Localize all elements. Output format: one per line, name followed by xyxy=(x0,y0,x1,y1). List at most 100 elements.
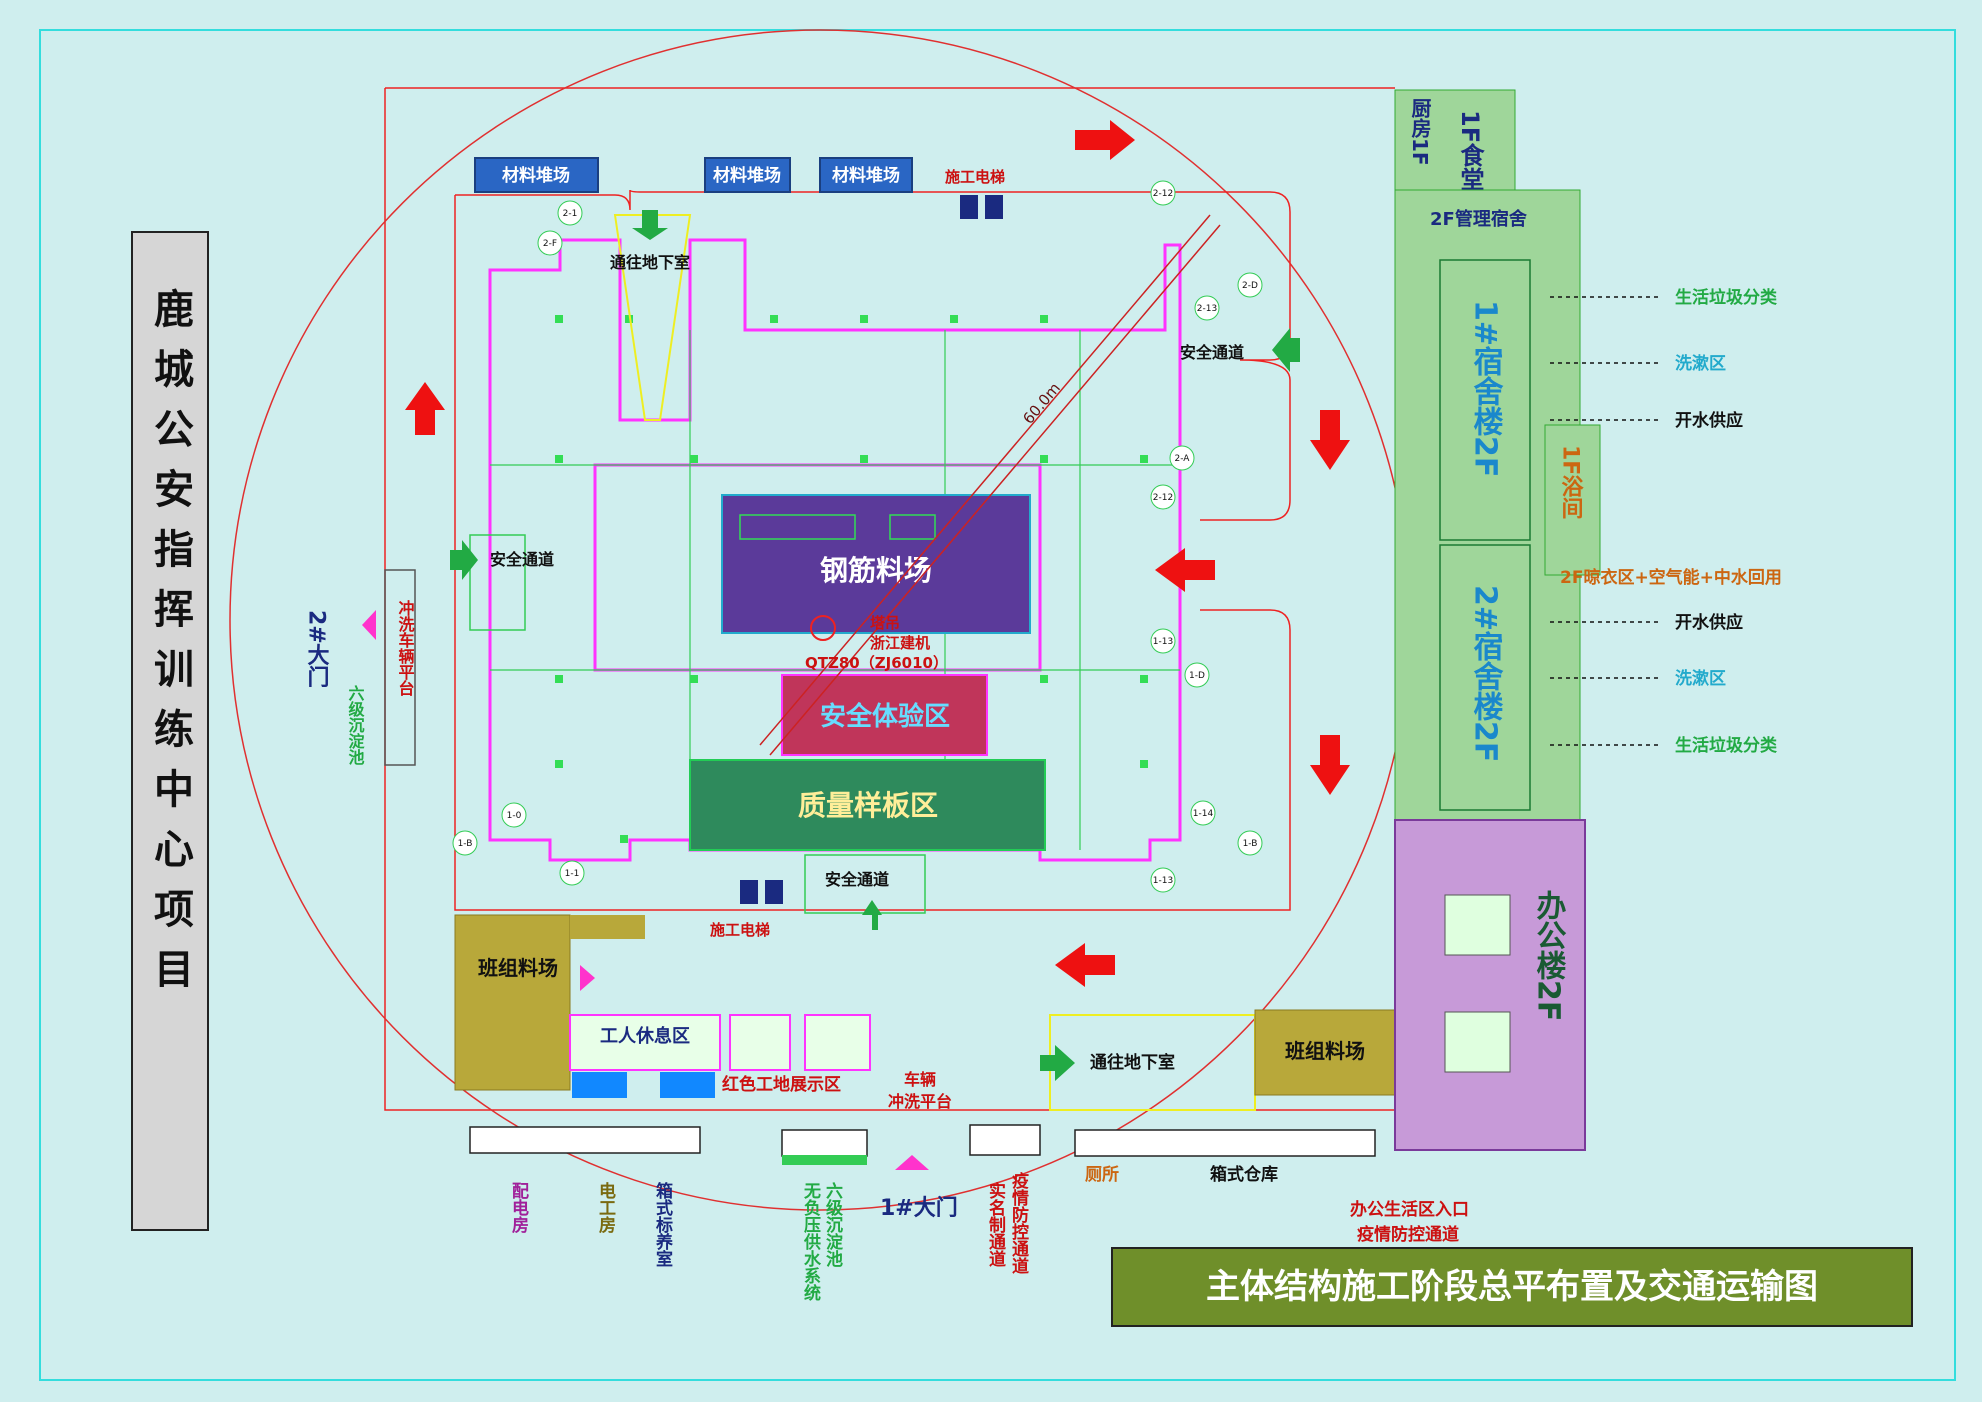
epidemic-channel-label: 疫情防控通道 xyxy=(1357,1224,1459,1245)
red-site-display-label: 红色工地展示区 xyxy=(722,1074,841,1095)
dorm1-building xyxy=(1439,259,1531,541)
team-yard-left-label: 班组料场 xyxy=(478,956,558,980)
safety-channel-arrow-icon xyxy=(450,540,478,580)
to-basement-label: 通往地下室 xyxy=(1090,1052,1175,1073)
bottom-labels: 配电房 电工房 箱式标养室 无负压供水系统 六级沉淀池 实名制通道 疫情防控通道… xyxy=(508,1164,1278,1301)
wash1-label-a: 车辆 xyxy=(904,1070,936,1089)
basement-arrow-icon xyxy=(632,210,668,240)
to-basement-vertical-label: 通往地下室 xyxy=(610,253,690,272)
gate2-label: 2#大门 xyxy=(304,610,330,689)
water-tank xyxy=(572,1072,627,1098)
svg-text:1-13: 1-13 xyxy=(1153,876,1173,886)
gate-marker-icon xyxy=(580,965,595,991)
column-markers xyxy=(555,315,1148,843)
material-yard-3-label: 材料堆场 xyxy=(832,165,900,186)
elevator-top-label: 施工电梯 xyxy=(945,168,1005,186)
crane-base-icon xyxy=(810,615,836,641)
safety-experience-label: 安全体验区 xyxy=(820,701,950,732)
arrow-right-icon xyxy=(1075,120,1135,160)
safety-experience-zone xyxy=(781,674,988,756)
office-stair xyxy=(1444,1011,1511,1073)
safety-channel-right-label: 安全通道 xyxy=(1180,343,1244,362)
rebar-rack xyxy=(889,514,936,540)
rest-room xyxy=(729,1014,791,1071)
material-yard-1-label: 材料堆场 xyxy=(502,165,570,186)
svg-text:1-B: 1-B xyxy=(458,839,473,849)
power-room-label: 配电房 xyxy=(508,1182,529,1234)
material-yard-2 xyxy=(704,157,791,193)
svg-text:1-13: 1-13 xyxy=(1153,637,1173,647)
dorm1-label: 1#宿舍楼2F xyxy=(1468,300,1504,477)
crane-label: 塔吊 xyxy=(870,614,900,632)
quality-sample-zone xyxy=(689,759,1046,851)
svg-text:1-D: 1-D xyxy=(1189,671,1205,681)
water-pump xyxy=(782,1155,867,1165)
basement-arrow-icon xyxy=(1040,1045,1075,1081)
water-supply-label: 无负压供水系统 xyxy=(800,1182,822,1301)
svg-text:2-D: 2-D xyxy=(1242,281,1258,291)
project-title: 鹿城公安指挥训练中心项目 xyxy=(147,288,194,1008)
basement-ramp-horizontal xyxy=(1049,1014,1256,1111)
bottom-boxes xyxy=(469,1124,1376,1157)
annotation-leaders xyxy=(1550,296,1660,746)
rebar-rack xyxy=(739,514,856,540)
material-yard-3 xyxy=(819,157,913,193)
svg-text:2-F: 2-F xyxy=(543,239,557,249)
kitchen-label: 厨房1F xyxy=(1408,98,1432,166)
worker-rest-zone xyxy=(569,1014,721,1071)
svg-text:2-1: 2-1 xyxy=(563,209,578,219)
bath-label: 1F浴间 xyxy=(1558,445,1584,521)
crane-maker: 浙江建机 xyxy=(870,634,930,652)
svg-text:生活垃圾分类: 生活垃圾分类 xyxy=(1675,287,1778,308)
svg-text:2-12: 2-12 xyxy=(1153,493,1173,503)
bath-building xyxy=(1544,424,1601,576)
annotation-labels: 生活垃圾分类 洗漱区 开水供应 开水供应 洗漱区 生活垃圾分类 xyxy=(1675,287,1778,756)
grid-bubbles: 2-1 2-F 2-12 2-D 2-13 2-A 2-12 1-13 1-D … xyxy=(452,180,1263,893)
quality-sample-label: 质量样板区 xyxy=(798,789,938,822)
crane-model: QTZ80（ZJ6010） xyxy=(805,654,948,672)
svg-text:洗漱区: 洗漱区 xyxy=(1675,668,1726,689)
rebar-yard xyxy=(721,494,1031,634)
svg-text:洗漱区: 洗漱区 xyxy=(1675,353,1726,374)
arrow-left-icon xyxy=(1155,548,1215,592)
office-building xyxy=(1394,819,1586,1151)
svg-text:1-B: 1-B xyxy=(1243,839,1258,849)
gate1-marker-icon xyxy=(895,1155,929,1170)
mgmt-dorm-label: 2F管理宿舍 xyxy=(1430,208,1528,230)
container-warehouse-label: 箱式仓库 xyxy=(1210,1164,1278,1185)
traffic-arrows xyxy=(405,120,1350,987)
svg-text:1-0: 1-0 xyxy=(507,811,522,821)
office-label: 办公楼2F xyxy=(1531,890,1567,1021)
dorm2-label: 2#宿舍楼2F xyxy=(1468,585,1504,762)
arrow-up-icon xyxy=(405,382,445,435)
sediment-label: 六级沉淀池 xyxy=(822,1181,843,1267)
svg-text:2-A: 2-A xyxy=(1175,454,1191,464)
svg-text:2-12: 2-12 xyxy=(1153,189,1173,199)
material-yard-1 xyxy=(474,157,599,193)
arrow-down-icon xyxy=(1310,410,1350,470)
gate1-label: 1#大门 xyxy=(880,1195,958,1221)
safety-channel-left-label: 安全通道 xyxy=(490,550,554,569)
basement-ramp xyxy=(613,214,692,421)
worker-rest-label: 工人休息区 xyxy=(600,1025,690,1047)
arrow-down-icon xyxy=(1310,735,1350,795)
crane-jib xyxy=(759,214,1211,746)
team-yard-right xyxy=(1254,1009,1396,1096)
svg-text:生活垃圾分类: 生活垃圾分类 xyxy=(1675,735,1778,756)
outer-frame xyxy=(39,29,1956,1381)
wash1-label-b: 冲洗平台 xyxy=(888,1092,952,1111)
rest-room xyxy=(804,1014,871,1071)
electrician-room-label: 电工房 xyxy=(595,1181,616,1234)
material-yard-2-label: 材料堆场 xyxy=(713,165,781,186)
epidemic-label: 疫情防控通道 xyxy=(1008,1171,1029,1274)
project-title-box xyxy=(131,231,209,1231)
elevator-top-icon xyxy=(960,195,978,219)
team-yard-right-label: 班组料场 xyxy=(1285,1039,1365,1063)
safety-channel-arrow-icon xyxy=(862,900,882,930)
office-stair xyxy=(1444,894,1511,956)
dorm2-building xyxy=(1439,544,1531,811)
drawing-title: 主体结构施工阶段总平布置及交通运输图 xyxy=(1206,1267,1818,1307)
elevator-bottom-label: 施工电梯 xyxy=(710,921,770,939)
